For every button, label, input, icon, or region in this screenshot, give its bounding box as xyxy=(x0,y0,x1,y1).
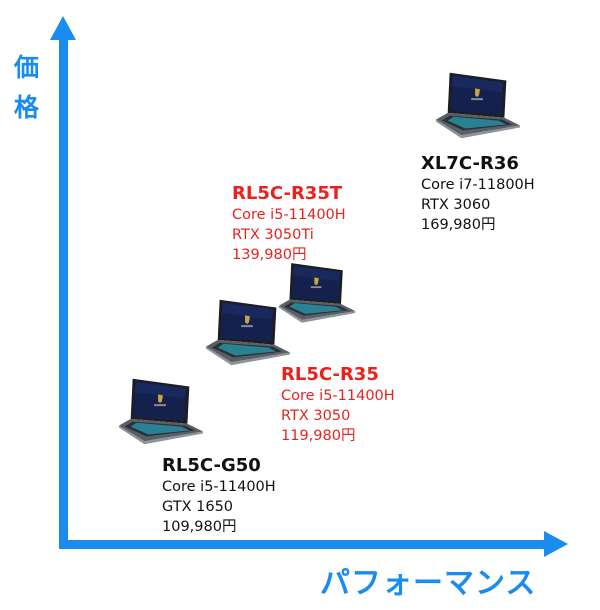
x-axis-label: パフォーマンス xyxy=(320,566,537,601)
y-axis-line xyxy=(59,34,68,549)
product-name: RL5C-R35 xyxy=(281,364,379,385)
product-cpu: Core i5-11400H xyxy=(232,207,346,223)
product-gpu: RTX 3060 xyxy=(421,197,491,213)
x-axis-line xyxy=(59,540,549,549)
product-cpu: Core i5-11400H xyxy=(281,388,395,404)
product-xl7c-r36: XL7C-R36 Core i7-11800H RTX 3060 169,980… xyxy=(421,153,535,235)
product-rl5c-r35: RL5C-R35 Core i5-11400H RTX 3050 119,980… xyxy=(281,364,395,446)
product-price: 169,980円 xyxy=(421,217,496,233)
product-name: XL7C-R36 xyxy=(421,153,519,174)
product-cpu: Core i5-11400H xyxy=(162,479,276,495)
product-price: 119,980円 xyxy=(281,428,356,444)
product-name: RL5C-G50 xyxy=(162,455,261,476)
product-price: 139,980円 xyxy=(232,247,307,263)
product-gpu: GTX 1650 xyxy=(162,499,234,515)
y-axis-arrowhead xyxy=(50,16,76,40)
product-name: RL5C-R35T xyxy=(232,183,343,204)
product-gpu: RTX 3050Ti xyxy=(232,227,314,243)
y-axis-label-char-2: 格 xyxy=(14,93,40,122)
laptop-image-rl5c-r35t xyxy=(277,260,357,325)
product-cpu: Core i7-11800H xyxy=(421,177,535,193)
product-rl5c-r35t: RL5C-R35T Core i5-11400H RTX 3050Ti 139,… xyxy=(232,183,346,265)
x-axis-arrowhead xyxy=(544,531,568,557)
product-rl5c-g50: RL5C-G50 Core i5-11400H GTX 1650 109,980… xyxy=(162,455,276,537)
product-gpu: RTX 3050 xyxy=(281,408,351,424)
laptop-image-rl5c-g50 xyxy=(117,376,205,446)
y-axis-label-char-1: 価 xyxy=(14,53,40,82)
product-price: 109,980円 xyxy=(162,519,237,535)
laptop-image-xl7c-r36 xyxy=(434,70,522,140)
